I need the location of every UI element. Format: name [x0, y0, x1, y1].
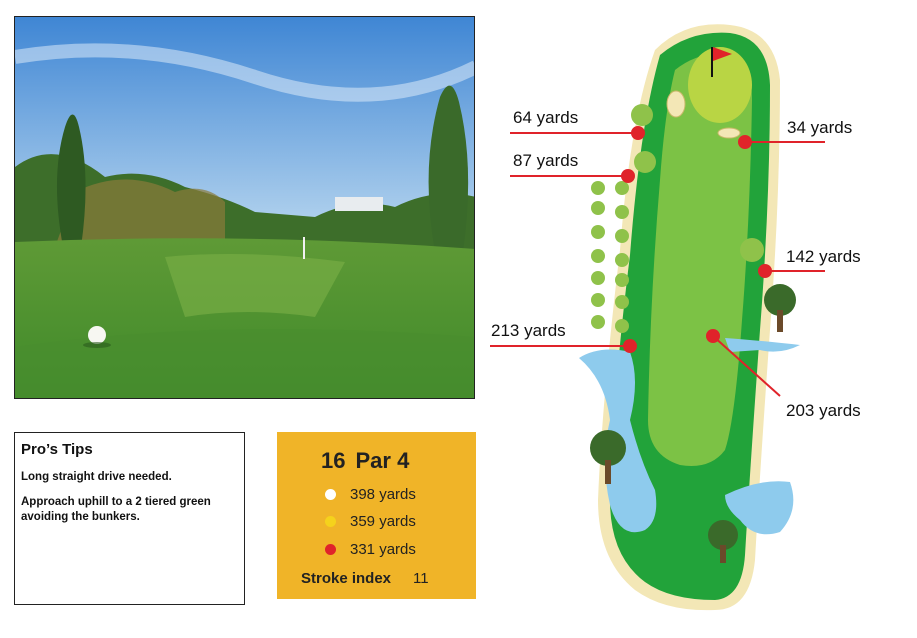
- tree: [764, 284, 796, 332]
- water: [725, 338, 800, 352]
- hole-heading: 16 Par 4: [321, 448, 419, 474]
- tree: [590, 430, 626, 484]
- tree: [631, 104, 653, 126]
- stroke-index-value: 11: [413, 570, 429, 587]
- bunker: [717, 127, 741, 139]
- tree: [634, 151, 656, 173]
- yellow-tee-dot-icon: [325, 516, 336, 527]
- yard-label: 213 yards: [491, 321, 566, 340]
- marker-dot-icon: [621, 169, 635, 183]
- hole-photo: [14, 16, 475, 399]
- water: [725, 481, 794, 535]
- tee-distance: 331 yards: [350, 541, 416, 558]
- tee-row-red: 331 yards: [325, 541, 416, 558]
- hole-info-card: 16 Par 4 398 yards 359 yards 331 yards St…: [277, 432, 476, 599]
- stroke-index-label: Stroke index: [301, 570, 392, 587]
- marker-dot-icon: [631, 126, 645, 140]
- marker-dot-icon: [623, 339, 637, 353]
- pros-tips-panel: Pro’s Tips Long straight drive needed. A…: [14, 432, 245, 605]
- tee-row-white: 398 yards: [325, 486, 416, 503]
- marker-dot-icon: [738, 135, 752, 149]
- pros-tips-line-2: Approach uphill to a 2 tiered green avoi…: [21, 496, 211, 523]
- red-tee-dot-icon: [325, 544, 336, 555]
- white-tee-dot-icon: [325, 489, 336, 500]
- yard-label: 142 yards: [786, 247, 861, 266]
- marker-dot-icon: [706, 329, 720, 343]
- pros-tips-title: Pro’s Tips: [21, 441, 93, 458]
- tee-distance: 398 yards: [350, 486, 416, 503]
- hole-par: Par 4: [355, 448, 410, 473]
- flag-icon: [713, 47, 732, 61]
- yard-label: 203 yards: [786, 401, 861, 420]
- tee-row-yellow: 359 yards: [325, 513, 416, 530]
- stroke-index: Stroke index 11: [301, 570, 429, 587]
- yard-label: 64 yards: [513, 108, 579, 127]
- fairway: [648, 54, 752, 466]
- hole-number: 16: [321, 448, 346, 473]
- bunker: [666, 90, 686, 118]
- yard-label: 87 yards: [513, 151, 579, 170]
- tee-distance: 359 yards: [350, 513, 416, 530]
- marker-dot-icon: [758, 264, 772, 278]
- tree-row: [591, 181, 629, 333]
- tree: [740, 238, 764, 262]
- pros-tips-line-1: Long straight drive needed.: [21, 471, 172, 483]
- green: [688, 47, 752, 123]
- yard-label: 34 yards: [787, 118, 853, 137]
- tree: [708, 520, 738, 563]
- hole-map: 64 yards 34 yards 87 yards 142 yards 213…: [480, 0, 917, 633]
